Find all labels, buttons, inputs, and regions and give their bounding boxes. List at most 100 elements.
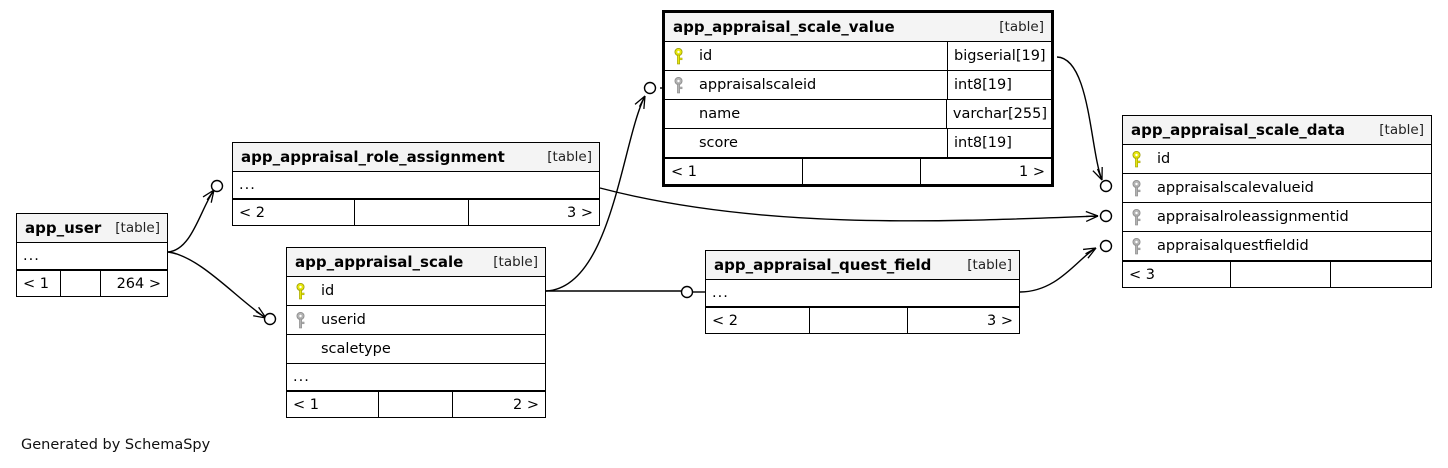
column-name: scaletype [321, 341, 391, 357]
footer-children: 3 > [567, 204, 593, 221]
generated-by-caption: Generated by SchemaSpy [21, 437, 211, 453]
edge-endpoint-circle [1099, 179, 1113, 193]
table-header: app_appraisal_scale_data [table] [1123, 116, 1431, 145]
table-row[interactable]: scaletype [287, 335, 545, 364]
foreign-key-icon [287, 306, 313, 334]
table-title: app_appraisal_role_assignment [241, 148, 505, 166]
column-name: id [699, 48, 713, 64]
table-type-tag: [table] [1379, 122, 1424, 138]
footer-middle [61, 271, 101, 296]
table-app-appraisal-scale-data[interactable]: app_appraisal_scale_data [table] id [1122, 115, 1432, 288]
table-footer: < 1 264 > [17, 270, 167, 296]
foreign-key-icon [1123, 174, 1149, 202]
column-name: appraisalscalevalueid [1157, 180, 1314, 196]
table-row[interactable]: appraisalquestfieldid [1123, 232, 1431, 261]
footer-parents: < 1 [665, 159, 803, 184]
edge-endpoint-circle [1099, 209, 1113, 223]
table-header: app_user [table] [17, 214, 167, 243]
column-type: varchar[255] [945, 100, 1051, 128]
edge-role-assignment-to-scale-data [599, 187, 1099, 223]
table-type-tag: [table] [547, 149, 592, 165]
column-name: appraisalroleassignmentid [1157, 209, 1349, 225]
table-app-appraisal-scale[interactable]: app_appraisal_scale [table] id [286, 247, 546, 418]
footer-parents: < 3 [1123, 262, 1231, 287]
table-title: app_appraisal_scale [295, 253, 464, 271]
table-footer: < 2 3 > [706, 307, 1019, 333]
table-title: app_appraisal_quest_field [714, 256, 932, 274]
footer-middle [1231, 262, 1331, 287]
table-header: app_appraisal_scale [table] [287, 248, 545, 277]
column-name: appraisalquestfieldid [1157, 238, 1309, 254]
column-name: name [699, 106, 741, 122]
foreign-key-icon [665, 71, 691, 99]
table-app-appraisal-scale-value[interactable]: app_appraisal_scale_value [table] id big… [662, 10, 1054, 187]
column-name: appraisalscaleid [699, 77, 817, 93]
table-footer: < 1 2 > [287, 391, 545, 417]
table-title: app_user [25, 219, 102, 237]
table-footer: < 2 3 > [233, 199, 599, 225]
column-type: int8[19] [947, 71, 1051, 99]
table-app-appraisal-quest-field[interactable]: app_appraisal_quest_field [table] ... < … [705, 250, 1020, 334]
edge-endpoint-circle [680, 285, 694, 299]
table-title: app_appraisal_scale_data [1131, 121, 1345, 139]
footer-children: 264 > [116, 275, 161, 292]
column-name: score [699, 135, 738, 151]
table-row[interactable]: id bigserial[19] [665, 42, 1051, 71]
edge-endpoint-circle [1099, 239, 1113, 253]
columns-ellipsis: ... [233, 172, 599, 199]
column-type: int8[19] [947, 129, 1051, 157]
edge-endpoint-circle [643, 81, 657, 95]
columns-ellipsis: ... [706, 280, 1019, 307]
footer-middle [810, 308, 908, 333]
table-header: app_appraisal_role_assignment [table] [233, 143, 599, 172]
table-title: app_appraisal_scale_value [673, 18, 895, 36]
footer-parents: < 1 [17, 271, 61, 296]
footer-middle [803, 159, 921, 184]
columns-ellipsis: ... [17, 243, 167, 270]
table-header: app_appraisal_quest_field [table] [706, 251, 1019, 280]
table-type-tag: [table] [967, 257, 1012, 273]
foreign-key-icon [1123, 232, 1149, 260]
footer-children: 2 > [513, 396, 539, 413]
column-name: userid [321, 312, 366, 328]
table-row[interactable]: appraisalscalevalueid [1123, 174, 1431, 203]
table-footer: < 3 [1123, 261, 1431, 287]
table-type-tag: [table] [493, 254, 538, 270]
table-row[interactable]: userid [287, 306, 545, 335]
primary-key-icon [287, 277, 313, 305]
footer-middle [379, 392, 453, 417]
footer-children: 3 > [987, 312, 1013, 329]
no-key-spacer [665, 100, 691, 128]
table-footer: < 1 1 > [665, 158, 1051, 184]
edge-endpoint-circle [263, 312, 277, 326]
edge-endpoint-circle [210, 179, 224, 193]
edge-scale-value-to-scale-data [1056, 56, 1103, 181]
table-row[interactable]: id [287, 277, 545, 306]
edge-app-user-to-role-assignment [167, 189, 215, 253]
table-row[interactable]: score int8[19] [665, 129, 1051, 158]
column-name: id [1157, 151, 1171, 167]
table-row[interactable]: name varchar[255] [665, 100, 1051, 129]
footer-children: 1 > [1019, 163, 1045, 180]
primary-key-icon [665, 42, 691, 70]
no-key-spacer [287, 335, 313, 363]
foreign-key-icon [1123, 203, 1149, 231]
table-type-tag: [table] [115, 220, 160, 236]
column-type: bigserial[19] [947, 42, 1051, 70]
table-type-tag: [table] [999, 19, 1044, 35]
footer-middle [355, 200, 469, 225]
table-app-appraisal-role-assignment[interactable]: app_appraisal_role_assignment [table] ..… [232, 142, 600, 226]
edge-quest-field-to-scale-data [1019, 247, 1097, 293]
table-row[interactable]: appraisalroleassignmentid [1123, 203, 1431, 232]
edge-app-user-to-appraisal-scale [167, 251, 267, 319]
table-row[interactable]: id [1123, 145, 1431, 174]
no-key-spacer [665, 129, 691, 157]
table-header: app_appraisal_scale_value [table] [665, 13, 1051, 42]
footer-parents: < 1 [287, 392, 379, 417]
table-row[interactable]: appraisalscaleid int8[19] [665, 71, 1051, 100]
columns-ellipsis: ... [287, 364, 545, 391]
footer-children [1331, 262, 1431, 287]
footer-parents: < 2 [706, 308, 810, 333]
table-app-user[interactable]: app_user [table] ... < 1 264 > [16, 213, 168, 297]
